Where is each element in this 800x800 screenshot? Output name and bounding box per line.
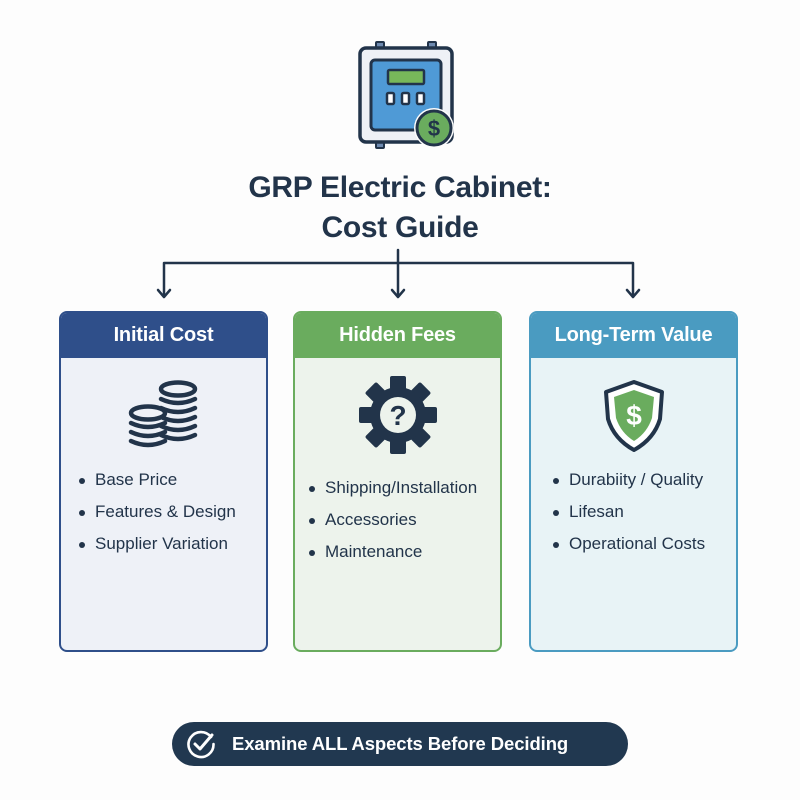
arrow-down-icon — [625, 288, 641, 299]
coin-stacks-icon — [128, 380, 197, 448]
page-title: GRP Electric Cabinet: Cost Guide — [0, 168, 800, 248]
card-long-term-value: Long-Term Value $ Durabiity / Quality Li… — [529, 311, 738, 652]
title-line-2: Cost Guide — [321, 211, 479, 244]
svg-text:$: $ — [428, 116, 440, 141]
svg-text:$: $ — [626, 400, 642, 431]
list-item: Supplier Variation — [79, 528, 236, 560]
gear-question-icon: ? — [358, 376, 437, 454]
list-item: Base Price — [79, 464, 236, 496]
title-line-1: GRP Electric Cabinet: — [248, 171, 552, 204]
cta-banner: Examine ALL Aspects Before Deciding — [172, 722, 628, 766]
card-header: Initial Cost — [61, 313, 266, 358]
svg-text:?: ? — [389, 400, 406, 431]
list-item: Maintenance — [309, 536, 477, 568]
list-item: Features & Design — [79, 496, 236, 528]
card-header: Hidden Fees — [295, 313, 500, 358]
list-item: Operational Costs — [553, 528, 705, 560]
card-item-list: Base Price Features & Design Supplier Va… — [79, 464, 236, 560]
list-item: Accessories — [309, 504, 477, 536]
arrow-down-icon — [156, 288, 172, 299]
card-header: Long-Term Value — [531, 313, 736, 358]
card-item-list: Durabiity / Quality Lifesan Operational … — [553, 464, 705, 560]
card-hidden-fees: Hidden Fees ? Shipping/Installation Acce… — [293, 311, 502, 652]
list-item: Durabiity / Quality — [553, 464, 705, 496]
check-circle-icon — [187, 730, 215, 759]
card-initial-cost: Initial Cost Base Price Features & Desig… — [59, 311, 268, 652]
cta-label: Examine ALL Aspects Before Deciding — [232, 733, 569, 754]
card-item-list: Shipping/Installation Accessories Mainte… — [309, 472, 477, 568]
list-item: Lifesan — [553, 496, 705, 528]
arrow-down-icon — [390, 288, 406, 299]
shield-dollar-icon: $ — [603, 380, 664, 452]
electric-cabinet-dollar-icon: $ — [358, 41, 454, 149]
list-item: Shipping/Installation — [309, 472, 477, 504]
